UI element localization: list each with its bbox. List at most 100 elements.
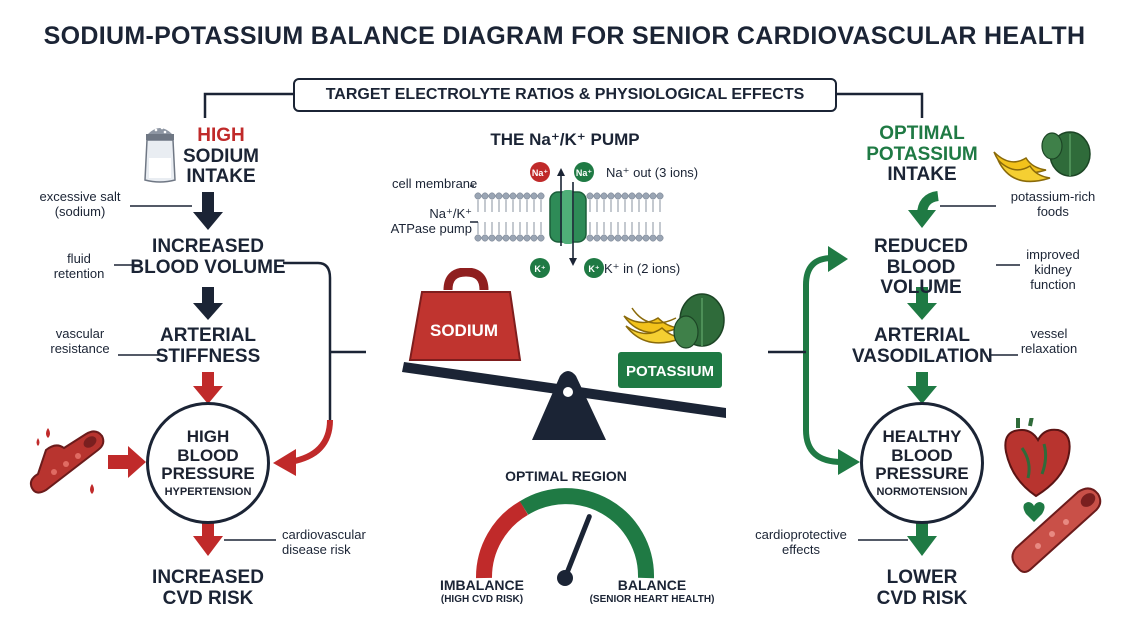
- right-outcome-cvd-risk: CVD RISK: [876, 587, 968, 609]
- lipid-head: [600, 192, 608, 200]
- right-circle-pressure: PRESSURE: [875, 464, 969, 484]
- sodium-weight: SODIUM: [408, 268, 522, 361]
- increased-blood-volume: INCREASED BLOOD VOLUME: [128, 236, 288, 278]
- blood-volume-label: BLOOD VOLUME: [130, 256, 286, 278]
- lipid-head: [488, 192, 496, 200]
- small-heart-icon: [1023, 502, 1045, 522]
- salt-shaker-icon: [144, 126, 176, 183]
- circle-hypertension: HYPERTENSION: [164, 486, 252, 499]
- intake-label: INTAKE: [186, 166, 256, 188]
- lipid-head: [635, 234, 643, 242]
- right-flow-arrows: [907, 191, 939, 556]
- circle-healthy: HEALTHY: [882, 426, 962, 446]
- k-ion-badge-in: [584, 258, 604, 278]
- lipid-head: [607, 192, 615, 200]
- arterial-vasodilation: ARTERIAL VASODILATION: [852, 325, 993, 367]
- lipid-head: [649, 234, 657, 242]
- left-flow-arrows: [193, 192, 223, 556]
- lipid-head: [488, 234, 496, 242]
- gauge-red-arc: [475, 501, 529, 579]
- balance-title: BALANCE: [617, 577, 687, 593]
- lipid-head: [628, 234, 636, 242]
- lipid-head: [523, 192, 531, 200]
- atpase-pump-label: Na⁺/K⁺ ATPase pump: [390, 206, 472, 236]
- stiffness-label: STIFFNESS: [155, 345, 261, 367]
- sodium-weight-label: SODIUM: [430, 321, 498, 340]
- lipid-head: [600, 234, 608, 242]
- lipid-head: [593, 192, 601, 200]
- imbalance-sub: (HIGH CVD RISK): [440, 594, 524, 606]
- lower-cvd-risk: LOWER CVD RISK: [862, 567, 982, 609]
- lipid-head: [516, 234, 524, 242]
- potassium-box-label: POTASSIUM: [626, 363, 714, 380]
- arterial-stiffness: ARTERIAL STIFFNESS: [140, 325, 276, 367]
- lipid-head: [593, 234, 601, 242]
- k-in-label: K⁺ in (2 ions): [604, 261, 681, 276]
- gauge-green-arc: [519, 488, 655, 579]
- healthy-blood-pressure-circle: HEALTHY BLOOD PRESSURE NORMOTENSION: [860, 402, 984, 524]
- na-out-label: Na⁺ out (3 ions): [606, 165, 699, 180]
- lipid-head: [586, 234, 594, 242]
- membrane-pump-illustration: Na⁺ Na⁺ K⁺ K⁺: [470, 162, 664, 278]
- lipid-head: [621, 234, 629, 242]
- circle-normotension: NORMOTENSION: [876, 486, 968, 499]
- imbalance-title: IMBALANCE: [440, 577, 524, 593]
- note-vessel-relaxation: vessel relaxation: [1020, 326, 1078, 356]
- right-circle-blood: BLOOD: [891, 445, 953, 465]
- lipid-head: [530, 234, 538, 242]
- vasodilation-label: VASODILATION: [852, 345, 993, 367]
- header-bracket: [203, 92, 924, 118]
- potassium-box: [618, 352, 722, 388]
- reduced-label: REDUCED: [874, 236, 968, 257]
- high-sodium-intake: HIGH SODIUM INTAKE: [176, 125, 266, 188]
- lipid-head: [614, 192, 622, 200]
- lipid-head: [621, 192, 629, 200]
- optimal-label: OPTIMAL: [879, 123, 965, 144]
- banana-spinach-icon: [993, 131, 1091, 183]
- optimal-potassium-intake: OPTIMAL POTASSIUM INTAKE: [860, 123, 984, 186]
- note-cardioprotective: cardioprotective effects: [755, 527, 847, 557]
- lipid-head: [642, 234, 650, 242]
- lipid-head: [481, 192, 489, 200]
- lipid-head: [656, 192, 664, 200]
- note-cvd-risk: cardiovascular disease risk: [282, 527, 366, 557]
- lipid-head: [502, 234, 510, 242]
- circle-blood: BLOOD: [177, 445, 239, 465]
- left-feedback-curve: [283, 261, 332, 462]
- lipid-head: [509, 234, 517, 242]
- balance-gauge: [475, 488, 655, 586]
- lipid-head: [537, 234, 545, 242]
- svg-text:K⁺: K⁺: [534, 264, 545, 274]
- pump-title: THE Na⁺/K⁺ PUMP: [490, 130, 640, 149]
- na-ion-badge: [530, 162, 550, 182]
- na-ion-badge-out: [574, 162, 594, 182]
- lipid-head: [502, 192, 510, 200]
- lipid-head: [516, 192, 524, 200]
- heart-icon: [1004, 418, 1071, 498]
- k-ion-badge: [530, 258, 550, 278]
- balance-seesaw: SODIUM POTASSIUM: [402, 268, 726, 440]
- note-fluid-retention: fluid retention: [53, 251, 105, 281]
- lipid-head: [509, 192, 517, 200]
- note-excessive-salt: excessive salt (sodium): [39, 189, 121, 219]
- banana-icon: [623, 307, 685, 344]
- blood-vessel-icon: [29, 428, 105, 494]
- circle-high: HIGH: [186, 426, 230, 446]
- high-blood-pressure-circle: HIGH BLOOD PRESSURE HYPERTENSION: [146, 402, 270, 524]
- lipid-head: [474, 192, 482, 200]
- note-kidney-function: improved kidney function: [1026, 247, 1080, 292]
- reduced-blood-volume: REDUCED BLOOD VOLUME: [846, 236, 996, 299]
- right-blood-volume-label: BLOOD VOLUME: [880, 256, 962, 299]
- svg-text:K⁺: K⁺: [588, 264, 599, 274]
- svg-text:Na⁺: Na⁺: [532, 168, 549, 178]
- increased-label: INCREASED: [152, 236, 264, 257]
- page-title: SODIUM-POTASSIUM BALANCE DIAGRAM FOR SEN…: [43, 22, 1086, 50]
- spinach-icon: [673, 293, 725, 349]
- circle-pressure: PRESSURE: [161, 464, 255, 484]
- heart-vessel-icon: [1004, 418, 1102, 573]
- lipid-head: [495, 234, 503, 242]
- outcome-lower: LOWER: [886, 567, 958, 588]
- arterial-label: ARTERIAL: [159, 325, 257, 346]
- left-leaders: [114, 205, 276, 541]
